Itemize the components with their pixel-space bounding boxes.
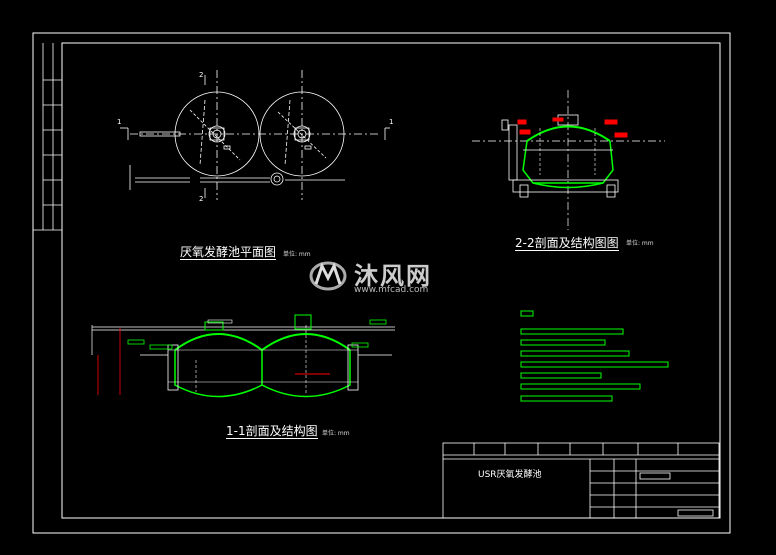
section-mark-1-right: 1	[389, 118, 394, 126]
outer-frame	[32, 32, 731, 534]
section-2-2-title: 2-2剖面及结构图图	[515, 236, 619, 251]
section-mark-1-left: 1	[117, 118, 122, 126]
plan-view	[120, 70, 390, 200]
title-block	[442, 442, 720, 519]
left-margin-strip	[33, 43, 62, 231]
section-2-2	[472, 90, 665, 230]
section-mark-2-bottom: 2	[199, 195, 204, 203]
section-mark-2-top: 2	[199, 71, 204, 79]
watermark-url: www.mfcad.com	[354, 285, 429, 295]
section-1-1-unit: 单位: mm	[322, 430, 350, 437]
watermark-brand: 沐风网	[354, 262, 432, 290]
notes-block	[520, 310, 669, 402]
section-1-1	[91, 314, 395, 398]
mfcad-logo-icon	[309, 261, 347, 291]
section-2-2-unit: 单位: mm	[626, 240, 654, 247]
plan-view-title: 厌氧发酵池平面图	[180, 245, 277, 260]
title-block-drawing-name: USR厌氧发酵池	[478, 470, 542, 480]
inner-frame	[61, 42, 721, 519]
watermark: 沐风网 www.mfcad.com	[308, 256, 478, 300]
plan-view-unit: 单位: mm	[283, 251, 311, 258]
section-1-1-title: 1-1剖面及结构图	[226, 424, 318, 439]
